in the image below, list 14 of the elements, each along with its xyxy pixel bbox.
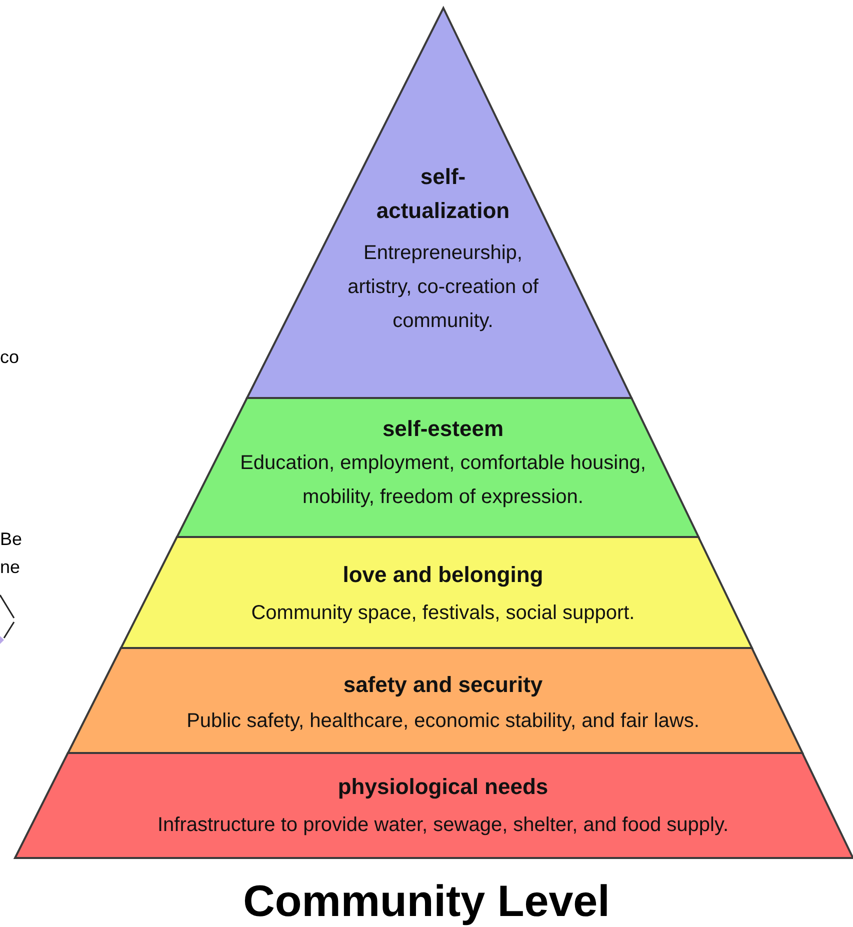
tier-heading: safety and security <box>343 671 543 699</box>
tier-heading: self-esteem <box>382 415 504 443</box>
tier-description: Public safety, healthcare, economic stability, and fair laws. <box>186 709 700 734</box>
tier-heading: self-actualization <box>375 163 511 225</box>
tier-description: Education, employment, comfortable housing, mobility, freedom of expression. <box>239 451 647 510</box>
tier-description: Entrepreneurship, artistry, co-creation of community. <box>346 241 540 334</box>
tier-description: Community space, festivals, social support. <box>251 601 635 626</box>
caption: Community Level <box>242 876 611 927</box>
tier-description: Infrastructure to provide water, sewage, shelter, and food supply. <box>157 813 729 838</box>
cropped-text: Be <box>0 528 22 550</box>
tier-heading: love and belonging <box>342 561 544 589</box>
cropped-text: co <box>0 346 20 368</box>
tier-heading: physiological needs <box>338 773 548 801</box>
cropped-text: ne <box>0 556 20 578</box>
